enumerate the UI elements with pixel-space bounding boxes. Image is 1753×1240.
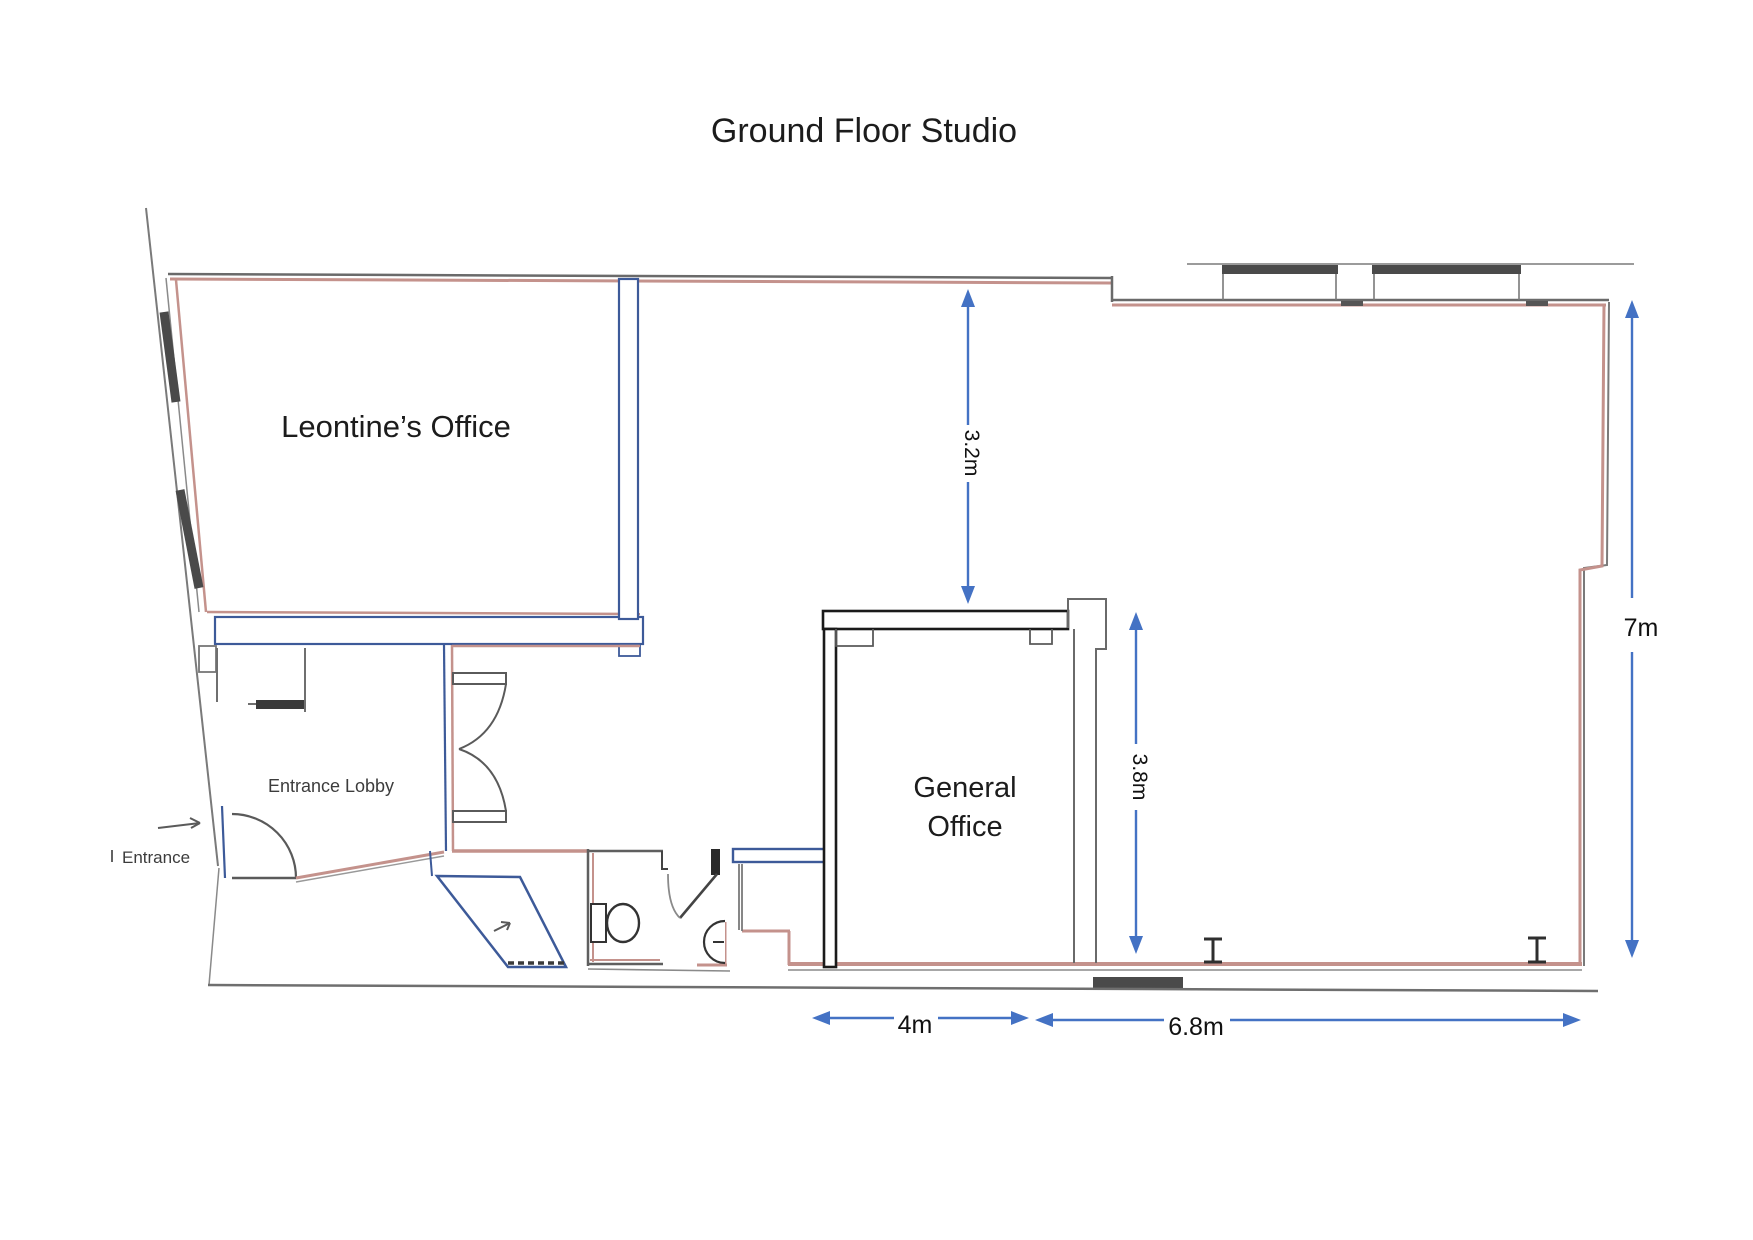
dim-label-7m: 7m <box>1624 614 1659 642</box>
window-icon <box>159 311 181 403</box>
go-door-jamb <box>1029 629 1053 645</box>
lobby-bottom-pink <box>295 850 445 880</box>
room-label-general-office-2: Office <box>927 811 1002 843</box>
wc-wall-gray <box>587 968 731 972</box>
door-swing-icon <box>458 683 507 750</box>
pavement-line <box>207 983 1599 993</box>
dimension-6-8m: 6.8m <box>1035 1013 1581 1041</box>
corridor-wall-blue <box>442 644 448 852</box>
arrow-up-icon <box>1129 612 1143 630</box>
lobby-bottom-gray <box>295 855 445 883</box>
arrow-up-icon <box>1625 300 1639 318</box>
window-icon <box>1222 265 1338 274</box>
right-wall-gray <box>1583 301 1610 966</box>
ramp-arrow <box>493 922 511 932</box>
window-icon <box>1372 265 1521 274</box>
dim-label-6-8m: 6.8m <box>1168 1013 1224 1041</box>
arrow-up-icon <box>961 289 975 307</box>
dimensions: 3.2m 3.8m 7m 4m <box>812 289 1658 1041</box>
right-wall-pink <box>1578 303 1606 964</box>
columns <box>1204 936 1546 964</box>
ramp-arrow-head <box>500 921 511 924</box>
left-lower-boundary-line <box>208 867 220 986</box>
office-bottom-pink <box>206 610 641 616</box>
entrance-label: Entrance <box>122 848 190 867</box>
dimension-4m: 4m <box>812 1011 1029 1039</box>
door-swing-icon <box>458 748 507 812</box>
top-wall-pink <box>169 277 1113 285</box>
left-boundary-line <box>145 207 219 867</box>
dim-label-3-2m: 3.2m <box>960 430 983 477</box>
arrow-left-icon <box>812 1011 830 1025</box>
door-leaf-icon <box>452 810 507 823</box>
wall-tick <box>1341 301 1363 306</box>
entrance-ramp <box>429 850 569 969</box>
ramp-stub <box>429 850 433 877</box>
arrow-down-icon <box>1129 936 1143 954</box>
dimension-7m: 7m <box>1624 300 1659 958</box>
ramp-arrow-head <box>506 922 511 931</box>
entrance-annotation: Entrance <box>111 817 201 867</box>
room-label-entrance-lobby: Entrance Lobby <box>268 776 394 796</box>
entrance-arrow <box>157 822 201 829</box>
entrance-lobby: Entrance Lobby <box>198 644 507 883</box>
room-label-general-office-1: General <box>913 772 1016 804</box>
leontine-bottom-wall <box>213 615 645 646</box>
window-sill-icon <box>1093 977 1183 988</box>
arrow-left-icon <box>1035 1013 1053 1027</box>
window-icon <box>175 489 204 589</box>
leontines-office: Leontine’s Office <box>206 277 645 657</box>
lobby-left-wall <box>220 805 227 879</box>
corridor-bottom-wall <box>731 847 829 864</box>
entrance-arrow-head <box>189 817 201 824</box>
dimension-3-8m: 3.8m <box>1128 612 1151 954</box>
leontine-right-partition <box>617 277 640 621</box>
wall-recess <box>198 645 217 673</box>
column-icon <box>1204 937 1222 964</box>
toilet-cistern-icon <box>590 903 607 943</box>
arrow-right-icon <box>1011 1011 1029 1025</box>
door-leaf-icon <box>452 672 507 685</box>
door-jamb <box>661 851 668 870</box>
dim-label-4m: 4m <box>898 1011 933 1039</box>
outer-walls <box>145 207 1634 993</box>
dim-label-3-8m: 3.8m <box>1128 754 1151 801</box>
go-left-wall <box>822 627 838 969</box>
left-wall-pink <box>174 279 208 613</box>
go-right-wall-outer <box>1067 598 1107 963</box>
column-icon <box>1528 936 1546 964</box>
room-label-leontines-office: Leontine’s Office <box>281 409 511 444</box>
door-post <box>711 849 720 875</box>
arrow-right-icon <box>1563 1013 1581 1027</box>
dimension-3-2m: 3.2m <box>960 289 983 604</box>
shelf-icon <box>256 700 304 709</box>
wall-tick <box>1526 301 1548 306</box>
go-door-jamb <box>835 629 874 647</box>
toilet-icon <box>605 902 641 944</box>
entrance-arrow-head <box>190 822 201 829</box>
go-top-wall <box>821 609 1070 631</box>
arrow-down-icon <box>1625 940 1639 958</box>
door-leaf-icon <box>679 873 718 919</box>
general-office: General Office <box>821 598 1107 969</box>
door-swing-icon <box>667 873 681 919</box>
door-swing-icon <box>231 812 298 879</box>
top-wall-gray <box>167 272 1113 280</box>
page-title: Ground Floor Studio <box>711 112 1017 150</box>
arrow-down-icon <box>961 586 975 604</box>
